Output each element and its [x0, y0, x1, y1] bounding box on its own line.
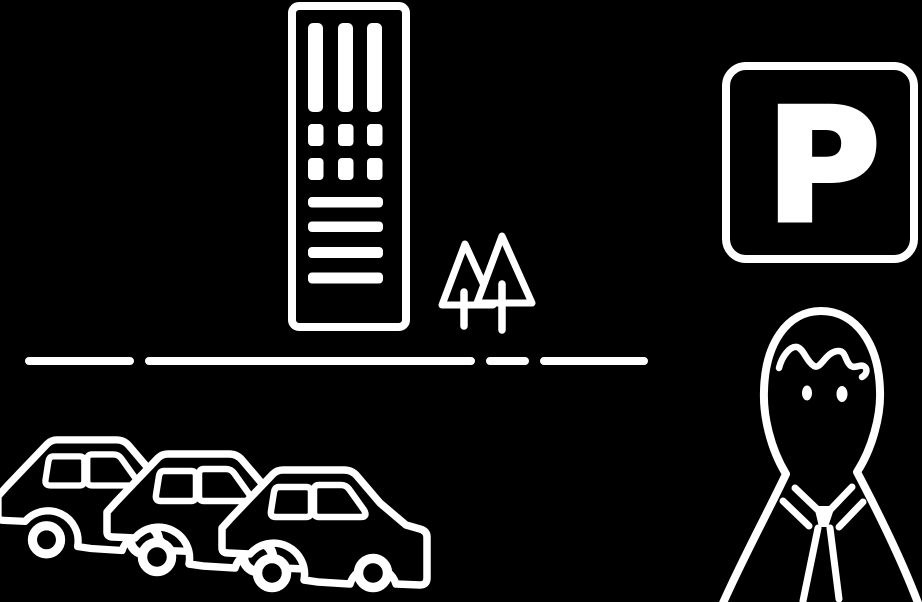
- building-window-square: [338, 158, 354, 180]
- building-window-square: [308, 124, 324, 146]
- person-tie: [799, 524, 843, 602]
- pine-trees: [438, 232, 536, 334]
- building-window-stripe: [308, 221, 383, 232]
- building-window-stripe: [308, 272, 383, 284]
- building-windows: [308, 23, 383, 284]
- building-window-square: [367, 124, 383, 146]
- pine-tree-icon: [473, 232, 536, 334]
- person-head-and-shoulders: [719, 307, 922, 602]
- person-eye-left: [802, 385, 812, 401]
- person-tie-knot: [814, 506, 835, 527]
- person-eye-right: [836, 386, 848, 402]
- building-window-square: [367, 158, 383, 180]
- parking-sign: P: [722, 62, 918, 263]
- building-window-stripe: [308, 247, 383, 258]
- person-with-tie: [719, 307, 922, 602]
- building-window-square: [338, 124, 354, 146]
- parking-sign-letter: P: [766, 75, 880, 257]
- building-window-square: [308, 158, 324, 180]
- office-building: [288, 2, 410, 331]
- parking-sign-frame: [722, 62, 918, 263]
- building-window-bar: [308, 23, 323, 112]
- person-hair-icon: [775, 343, 870, 381]
- building-window-bar: [367, 23, 382, 112]
- traffic-cars: [0, 440, 427, 588]
- building-window-bar: [338, 23, 353, 112]
- building-window-stripe: [308, 197, 383, 208]
